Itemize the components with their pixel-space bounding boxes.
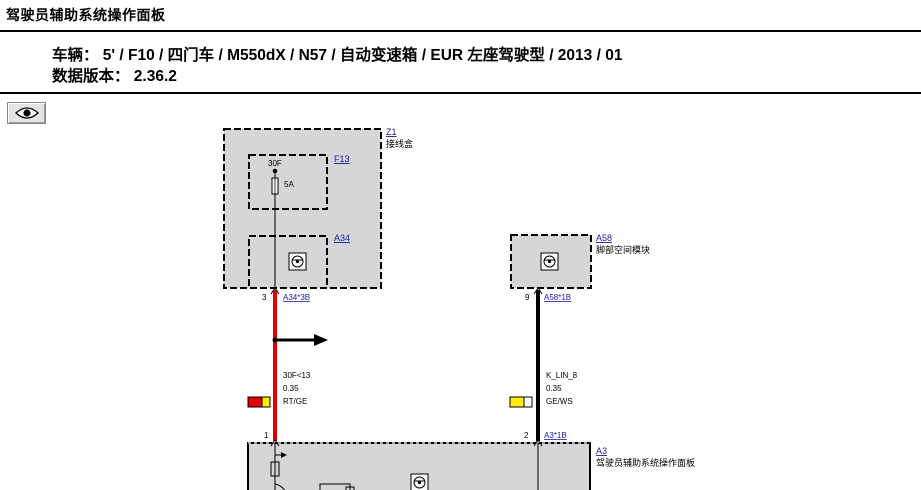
- header-divider-bottom: [0, 92, 921, 94]
- a58-pin-marker: [533, 287, 543, 295]
- a3-connector-link[interactable]: A3*1B: [544, 431, 567, 440]
- wire-left-color-swatch: [247, 396, 271, 408]
- a34-id-link[interactable]: A34: [334, 233, 350, 243]
- a34-pin-marker: [270, 287, 280, 295]
- wire-right-signal: K_LIN_8: [546, 371, 578, 380]
- f13-fuse-box: [248, 154, 328, 210]
- wire-left-color-code: RT/GE: [283, 397, 307, 406]
- a58-pin: 9: [525, 293, 530, 302]
- a3-pin-left: 1: [264, 431, 269, 440]
- wire-right-color-swatch: [509, 396, 533, 408]
- a3-control-unit-icon: [410, 473, 429, 490]
- vehicle-info: 车辆： 5' / F10 / 四门车 / M550dX / N57 / 自动变速…: [52, 47, 623, 64]
- a58-connector-link[interactable]: A58*1B: [544, 293, 571, 302]
- page-title: 驾驶员辅助系统操作面板: [6, 7, 166, 23]
- arrow-right-icon: [314, 334, 328, 346]
- wire-right-color-code: GE/WS: [546, 397, 573, 406]
- a58-id-link[interactable]: A58: [596, 233, 612, 243]
- data-version: 数据版本： 2.36.2: [52, 68, 177, 85]
- f13-id-link[interactable]: F13: [334, 154, 350, 164]
- wire-left-gauge: 0.35: [283, 384, 299, 393]
- wire-right-gauge: 0.35: [546, 384, 562, 393]
- a3-name: 驾驶员辅助系统操作面板: [596, 457, 695, 468]
- wire-left-signal: 30F<13: [283, 371, 311, 380]
- f13-rating: 5A: [284, 180, 294, 189]
- a3-pin2-marker: [533, 439, 543, 447]
- a34-pin: 3: [262, 293, 267, 302]
- z1-id-link[interactable]: Z1: [386, 127, 397, 137]
- a34-connector-link[interactable]: A34*3B: [283, 293, 310, 302]
- a3-pin-right: 2: [524, 431, 529, 440]
- a3-internal-circuit: [270, 443, 355, 490]
- a34-module-box: [248, 235, 328, 289]
- view-toggle-button[interactable]: [7, 102, 46, 124]
- header-divider-top: [0, 30, 921, 32]
- eye-icon: [15, 107, 39, 119]
- a3-pin1-marker: [270, 439, 280, 447]
- a58-name: 脚部空间模块: [596, 244, 650, 255]
- z1-name: 接线盒: [386, 138, 413, 149]
- a58-control-unit-icon: [540, 252, 559, 271]
- f13-terminal: 30F: [268, 159, 282, 168]
- a34-control-unit-icon: [288, 252, 307, 271]
- a3-id-link[interactable]: A3: [596, 446, 607, 456]
